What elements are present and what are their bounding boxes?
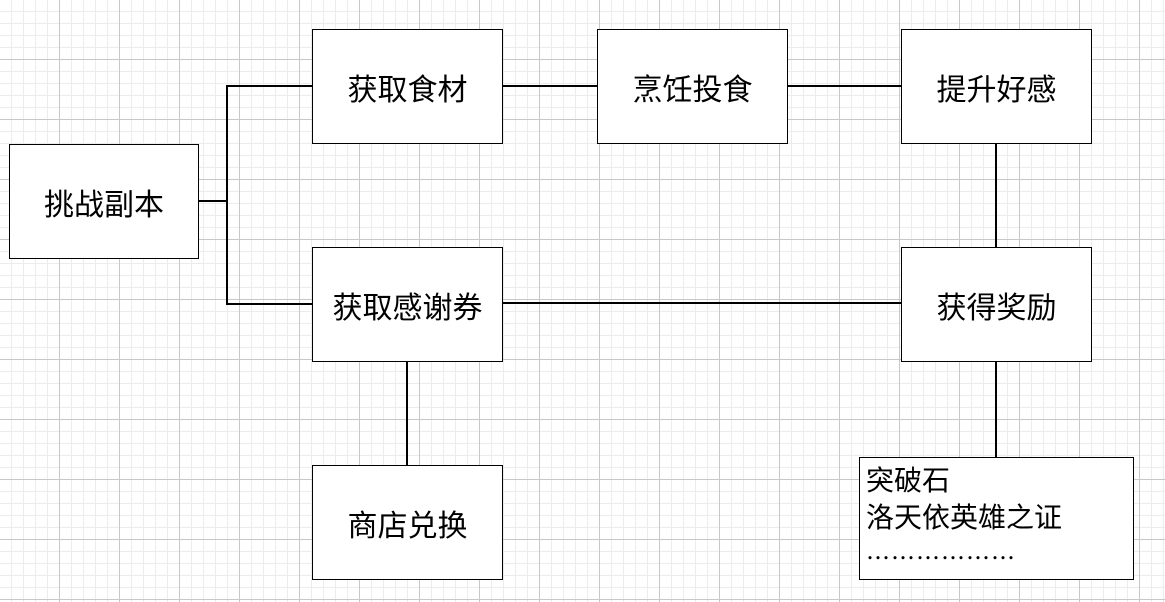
node-get-ingredients: 获取食材: [312, 29, 503, 144]
connector-branch-vertical: [226, 85, 228, 305]
connector-cook-affection: [787, 85, 902, 87]
connector-to-thanks-ticket: [226, 303, 313, 305]
connector-ticket-shop: [406, 360, 408, 465]
reward-item-hero-proof: 洛天依英雄之证: [866, 501, 1063, 534]
connector-ticket-rewards: [502, 302, 902, 304]
rewards-list-box: 突破石 洛天依英雄之证 ………………: [859, 457, 1134, 580]
connector-rewards-list: [995, 361, 997, 458]
node-challenge-dungeon: 挑战副本: [9, 144, 199, 259]
connector-affection-rewards: [995, 143, 997, 248]
node-get-thanks-ticket: 获取感谢券: [312, 247, 503, 362]
node-raise-affection: 提升好感: [901, 29, 1092, 144]
node-cook-feed: 烹饪投食: [597, 29, 788, 144]
connector-to-ingredients: [226, 85, 313, 87]
connector-ingredients-cook: [502, 85, 598, 87]
node-get-rewards: 获得奖励: [901, 247, 1092, 362]
reward-item-breakthrough-stone: 突破石: [866, 464, 951, 497]
connector-challenge-stub: [198, 200, 228, 202]
node-shop-exchange: 商店兑换: [312, 465, 503, 580]
reward-more-ellipsis: ………………: [866, 537, 1016, 565]
